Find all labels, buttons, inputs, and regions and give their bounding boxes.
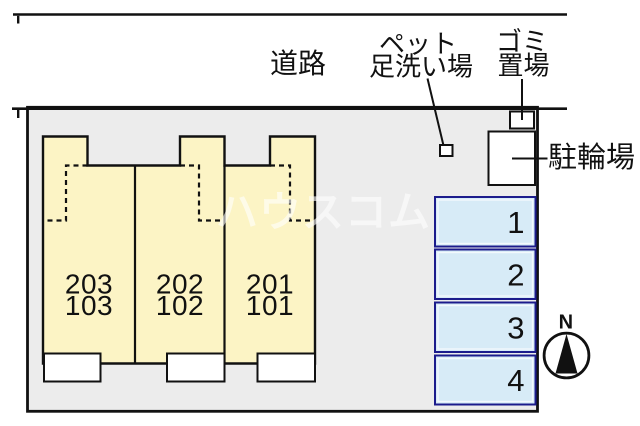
entrance-porch-2 — [166, 352, 226, 383]
parking-space-4-inner-line — [437, 357, 534, 403]
watermark: ハウスコム — [216, 189, 431, 236]
pet-wash-pointer-line — [426, 78, 445, 146]
unit-label-103: 103 — [65, 290, 113, 321]
bicycle-parking-label: 駐輪場 — [548, 141, 635, 174]
pet-wash-area-box — [439, 144, 454, 157]
pet-wash-label-line1: ペット — [379, 29, 457, 59]
pet-wash-label-line2: 足洗い場 — [369, 52, 473, 82]
parking-space-2 — [434, 248, 537, 300]
parking-space-3-inner-line — [437, 304, 534, 350]
parking-space-4-number: 4 — [507, 363, 524, 398]
ground-floor-dashed-outline-3 — [270, 164, 314, 222]
parking-space-2-number: 2 — [507, 258, 524, 293]
compass-needle — [555, 334, 578, 374]
compass-north-label: N — [559, 312, 573, 334]
parking-space-4 — [434, 354, 537, 406]
unit-label-202: 202 — [156, 269, 204, 300]
parking-space-3-number: 3 — [507, 311, 524, 346]
parking-area: 1 2 3 4 — [434, 196, 537, 406]
parking-space-1-number: 1 — [507, 205, 524, 240]
parking-space-1-inner-line — [437, 199, 534, 245]
building-outline — [41, 135, 317, 365]
compass: N — [542, 312, 591, 380]
entrance-porch-1 — [43, 352, 102, 383]
building: 203 103 202 102 201 101 — [41, 135, 317, 383]
road-label: 道路 — [270, 48, 326, 79]
ground-floor-dashed-outline-2 — [180, 164, 224, 222]
garbage-label-line2: 置場 — [497, 51, 549, 81]
parking-space-3 — [434, 301, 537, 353]
unit-label-201: 201 — [246, 269, 294, 300]
entrance-porch-3 — [256, 352, 316, 383]
ground-floor-dashed-outline-1 — [43, 164, 88, 222]
parking-space-2-inner-line — [437, 251, 534, 297]
garbage-label-line1: ゴミ — [496, 27, 548, 57]
parking-space-1 — [434, 196, 537, 248]
unit-label-102: 102 — [156, 290, 204, 321]
unit-label-101: 101 — [246, 290, 294, 321]
unit-label-203: 203 — [65, 269, 113, 300]
